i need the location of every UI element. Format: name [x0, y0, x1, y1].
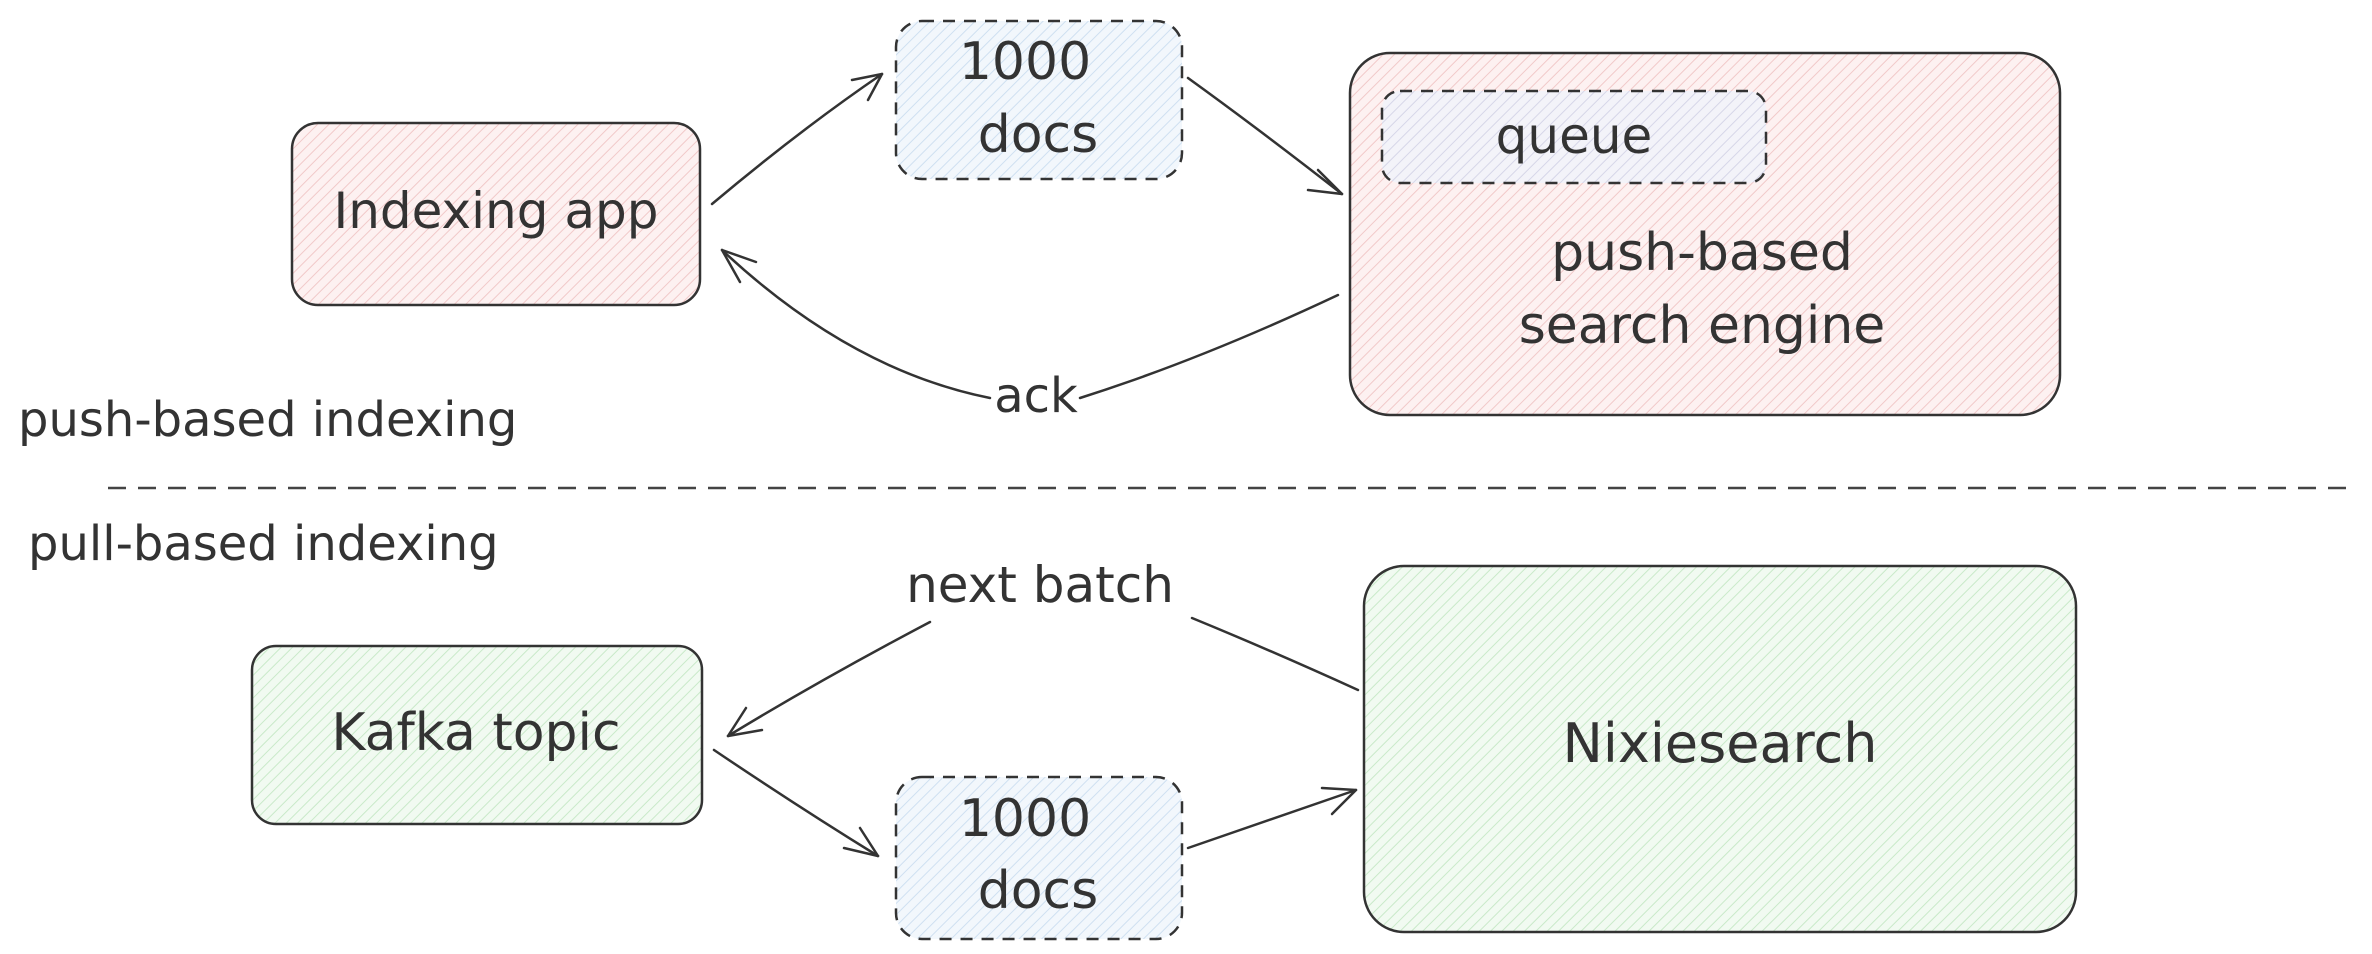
push-batch-count: 1000 [959, 32, 1091, 92]
kafka-topic-label: Kafka topic [331, 703, 620, 763]
arrow-next-batch [726, 616, 1360, 738]
pull-batch-box [894, 775, 1184, 941]
nixiesearch-label: Nixiesearch [1563, 712, 1878, 775]
push-batch-box [894, 19, 1184, 181]
ack-label: ack [994, 368, 1078, 424]
indexing-app-box [290, 121, 702, 307]
indexing-app-label: Indexing app [334, 182, 659, 240]
queue-label: queue [1496, 107, 1653, 165]
pull-batch-node: 1000 docs [894, 775, 1184, 941]
next-batch-label: next batch [906, 556, 1174, 614]
arrow-kafka-to-batch [712, 748, 880, 858]
queue-box [1380, 89, 1768, 185]
arrow-app-to-batch [710, 72, 884, 206]
push-batch-node: 1000 docs [894, 19, 1184, 181]
nixiesearch-node: Nixiesearch [1362, 564, 2078, 934]
kafka-topic-node: Kafka topic [250, 644, 704, 826]
push-section: Indexing app 1000 docs queue push-based … [18, 19, 2062, 448]
nixiesearch-box [1362, 564, 2078, 934]
arrow-batch-to-nixiesearch [1186, 786, 1358, 850]
push-engine-label-line1: push-based [1551, 223, 1853, 283]
indexing-app-node: Indexing app [290, 121, 702, 307]
arrow-ack [720, 248, 1340, 400]
pull-section: pull-based indexing Kafka topic 1000 doc… [28, 516, 2078, 941]
push-section-label: push-based indexing [18, 392, 517, 448]
pull-batch-count: 1000 [959, 789, 1091, 849]
push-engine-label-line2: search engine [1519, 296, 1886, 356]
push-engine-node: queue push-based search engine [1348, 51, 2062, 417]
arrow-batch-to-engine [1186, 76, 1344, 196]
push-batch-unit: docs [978, 105, 1099, 165]
pull-batch-unit: docs [978, 861, 1099, 921]
pull-section-label: pull-based indexing [28, 516, 499, 572]
kafka-topic-box [250, 644, 704, 826]
